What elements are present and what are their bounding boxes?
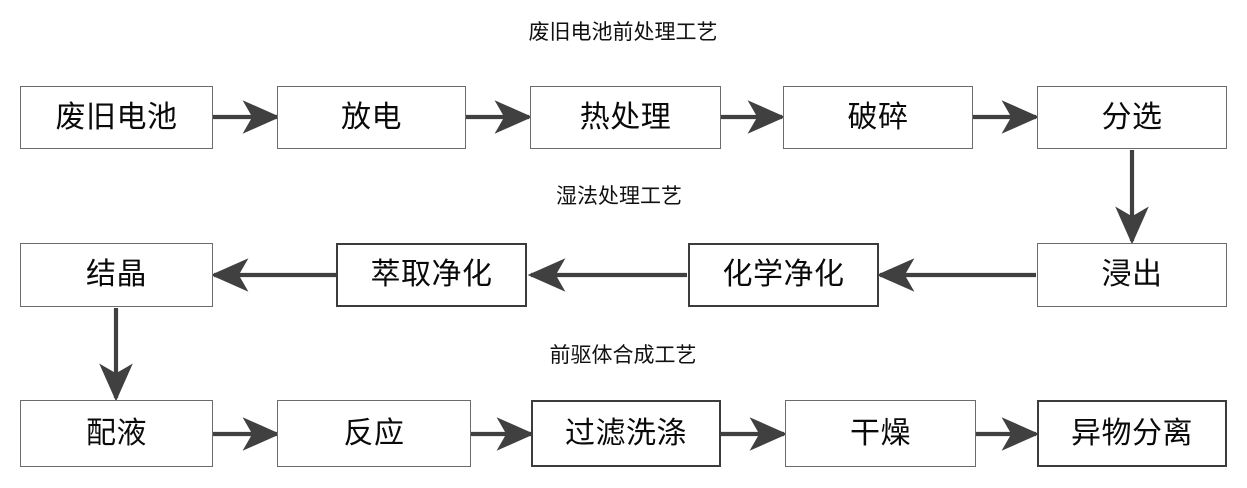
node-waste-battery[interactable]: 废旧电池 (20, 86, 213, 149)
node-heat-treatment[interactable]: 热处理 (530, 86, 721, 149)
node-foreign-matter-separation[interactable]: 异物分离 (1037, 400, 1227, 467)
section-title-hydrometallurgy: 湿法处理工艺 (556, 184, 682, 208)
section-title-precursor-synthesis: 前驱体合成工艺 (549, 343, 697, 367)
node-solution-preparation[interactable]: 配液 (20, 400, 213, 467)
node-chemical-purification[interactable]: 化学净化 (688, 243, 879, 307)
node-sorting[interactable]: 分选 (1037, 86, 1227, 149)
node-drying[interactable]: 干燥 (785, 400, 976, 467)
node-discharge[interactable]: 放电 (277, 86, 466, 149)
section-title-pretreatment: 废旧电池前处理工艺 (528, 20, 718, 44)
node-extraction-purification[interactable]: 萃取净化 (336, 243, 527, 307)
node-crystallization[interactable]: 结晶 (20, 243, 213, 307)
node-reaction[interactable]: 反应 (277, 400, 471, 467)
node-filtration-washing[interactable]: 过滤洗涤 (531, 400, 721, 467)
node-crushing[interactable]: 破碎 (783, 86, 973, 149)
node-leaching[interactable]: 浸出 (1037, 243, 1227, 307)
